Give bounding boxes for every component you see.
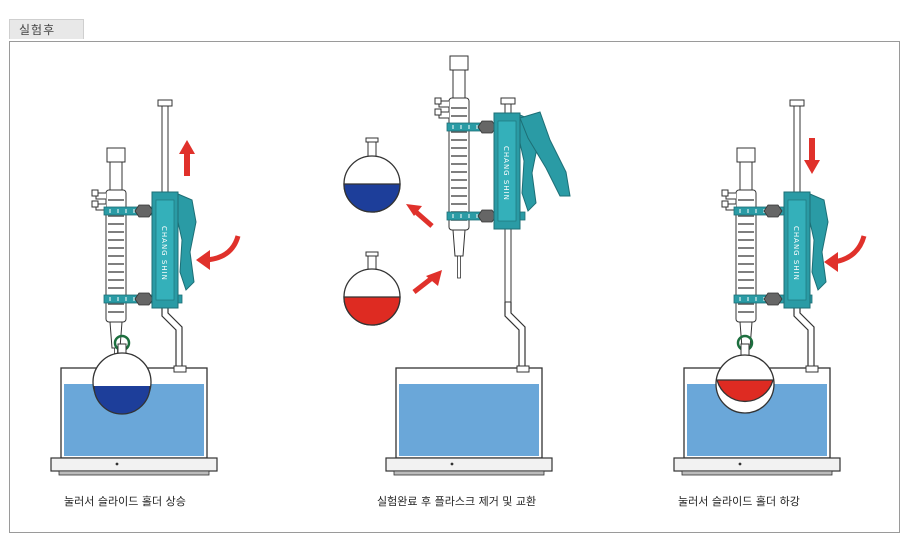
- caption-left: 눌러서 슬라이드 홀더 상승: [64, 493, 186, 509]
- center-apparatus: [344, 56, 570, 475]
- flask-blue: [344, 138, 400, 212]
- left-apparatus: [51, 100, 238, 475]
- holder-logo-center: CHANG SHIN: [502, 146, 510, 201]
- right-apparatus: [674, 100, 864, 475]
- holder-logo-left: CHANG SHIN: [160, 226, 168, 281]
- caption-center: 실험완료 후 플라스크 제거 및 교환: [377, 493, 536, 509]
- arrow-insert-icon: [414, 270, 442, 292]
- flask-red: [344, 252, 400, 325]
- caption-right: 눌러서 슬라이드 홀더 하강: [678, 493, 800, 509]
- arrow-up-icon: [179, 140, 195, 176]
- holder-logo-right: CHANG SHIN: [792, 226, 800, 281]
- arrow-down-icon: [804, 138, 820, 174]
- arrow-remove-icon: [406, 204, 432, 226]
